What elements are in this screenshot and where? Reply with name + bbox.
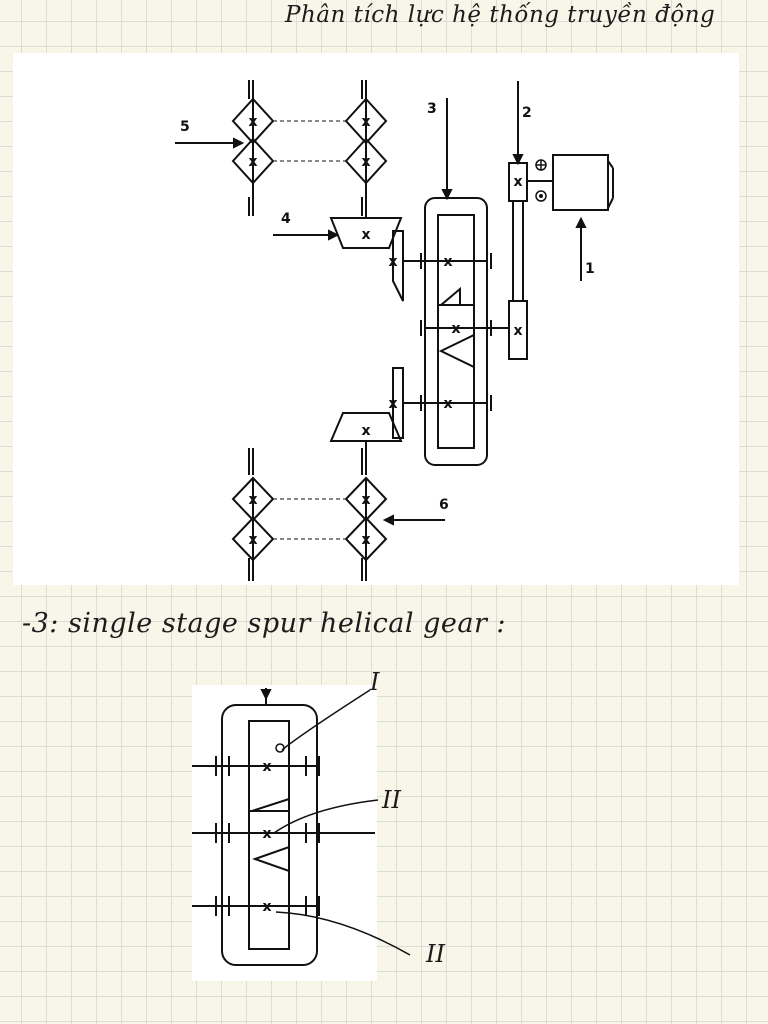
bevel-gear-top [329, 197, 425, 302]
detail-gear-mark: x [262, 899, 271, 915]
label-4: 4 [281, 211, 291, 227]
note-title: Phân tích lực hệ thống truyền động [285, 2, 716, 28]
sprocket-set-top-left [231, 80, 388, 216]
gear-mark: x [513, 323, 522, 339]
force-arrow-1 [575, 216, 587, 281]
gear-mark: x [513, 174, 522, 190]
force-arrow-4 [273, 229, 340, 241]
label-6: 6 [439, 497, 449, 513]
gear-mark: x [443, 254, 452, 270]
motor [535, 154, 614, 211]
gear-marks: x x x x x x x x x x x x x x x x x [248, 114, 522, 548]
detail-gear-mark: x [262, 759, 271, 775]
gear-mark: x [248, 532, 257, 548]
gear-mark: x [361, 154, 370, 170]
drive-system-schematic: x x x x x x x x x x x x x x x x x 1 2 3 … [175, 80, 614, 581]
shaft-label-ii: II [381, 786, 401, 814]
force-arrow-6 [382, 514, 445, 526]
gear-mark: x [361, 227, 370, 243]
note-line: -3: single stage spur helical gear : [22, 608, 507, 639]
label-1: 1 [585, 261, 595, 277]
label-3: 3 [427, 101, 437, 117]
gear-mark: x [451, 321, 460, 337]
sprocket-set-bottom [231, 448, 388, 581]
gear-mark: x [361, 492, 370, 508]
main-diagram-panel: x x x x x x x x x x x x x x x x x 1 2 3 … [13, 53, 739, 585]
gear-mark: x [248, 154, 257, 170]
shaft-label-ii-lower: II [425, 940, 445, 968]
gear-mark: x [443, 396, 452, 412]
gear-mark: x [248, 114, 257, 130]
force-arrow-5 [175, 137, 245, 149]
shaft-label-i: I [369, 668, 380, 696]
gear-mark: x [361, 532, 370, 548]
gear-mark: x [248, 492, 257, 508]
force-arrow-2 [512, 81, 524, 166]
gear-mark: x [388, 396, 397, 412]
detail-gear-mark: x [262, 826, 271, 842]
label-5: 5 [180, 119, 190, 135]
gear-mark: x [361, 423, 370, 439]
gear-mark: x [388, 254, 397, 270]
gear-mark: x [361, 114, 370, 130]
label-2: 2 [522, 105, 532, 121]
belt-drive [503, 162, 553, 360]
